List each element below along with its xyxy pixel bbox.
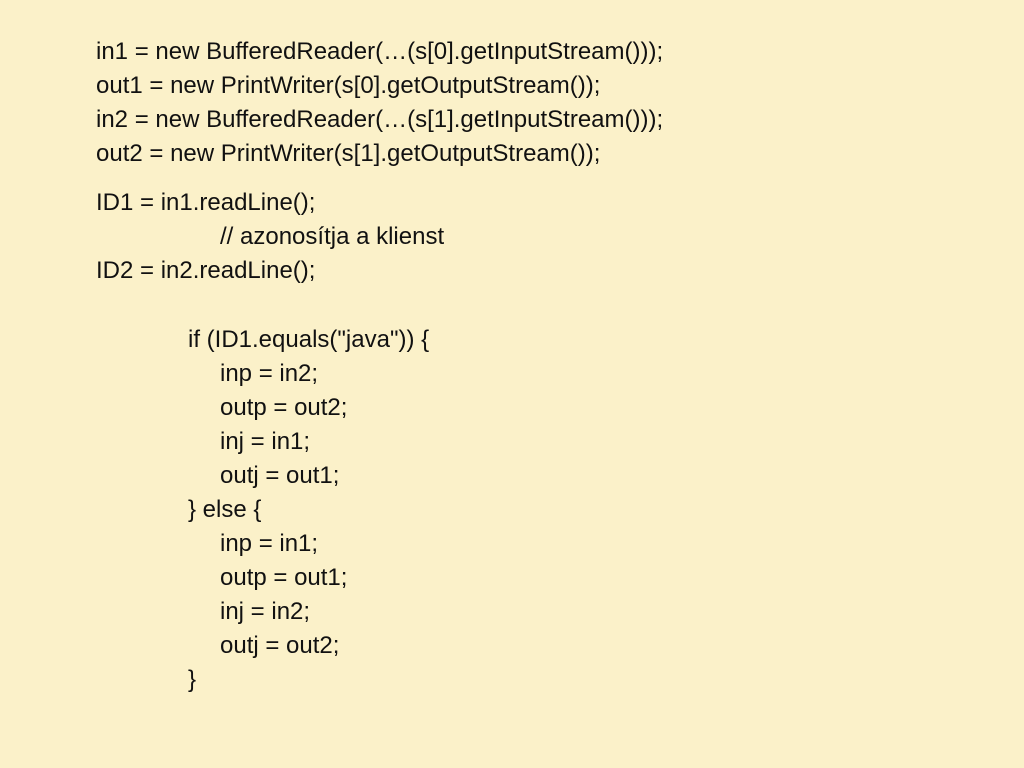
- code-line-outj-out2: outj = out2;: [220, 632, 340, 659]
- code-line-id2: ID2 = in2.readLine();: [96, 257, 316, 284]
- code-line-inp-in2: inp = in2;: [220, 360, 319, 387]
- code-line-outp-out2: outp = out2;: [220, 394, 348, 421]
- code-line-inj-in2: inj = in2;: [220, 598, 311, 625]
- code-line-outp-out1: outp = out1;: [220, 564, 348, 591]
- code-line-outj-out1: outj = out1;: [220, 462, 340, 489]
- code-line-in1: in1 = new BufferedReader(…(s[0].getInput…: [96, 38, 664, 65]
- code-line-close-brace: }: [188, 666, 197, 693]
- code-line-in2: in2 = new BufferedReader(…(s[1].getInput…: [96, 106, 664, 133]
- code-line-else: } else {: [188, 496, 262, 523]
- code-line-id1: ID1 = in1.readLine();: [96, 189, 316, 216]
- code-line-inp-in1: inp = in1;: [220, 530, 319, 557]
- code-line-inj-in1: inj = in1;: [220, 428, 311, 455]
- code-line-out1: out1 = new PrintWriter(s[0].getOutputStr…: [96, 72, 601, 99]
- code-line-if: if (ID1.equals("java")) {: [188, 326, 430, 353]
- code-comment: // azonosítja a klienst: [220, 223, 445, 250]
- code-line-out2: out2 = new PrintWriter(s[1].getOutputStr…: [96, 140, 601, 167]
